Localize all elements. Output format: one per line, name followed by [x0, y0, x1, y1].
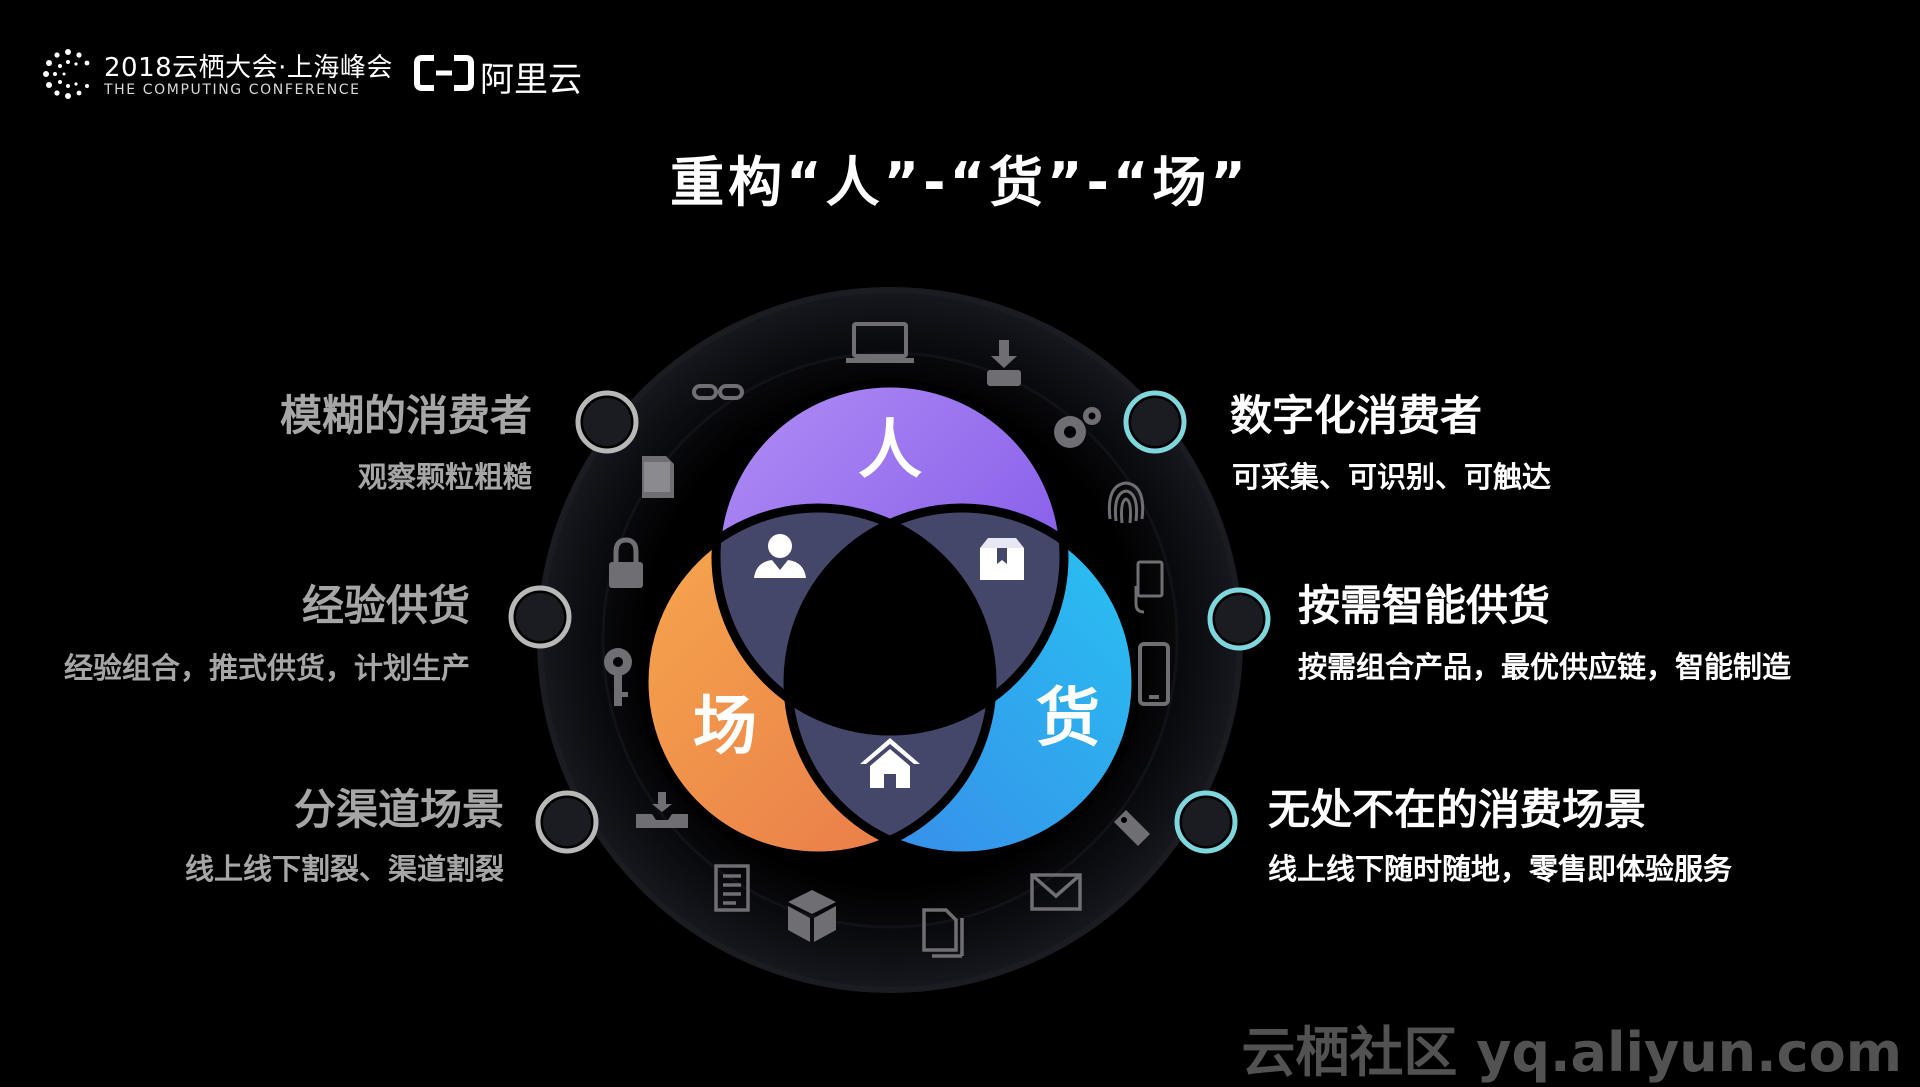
tablet-hand-icon: [1134, 560, 1164, 614]
left-dot-2: [508, 585, 572, 649]
phone-icon: [1138, 642, 1170, 706]
key-icon: [604, 648, 632, 706]
aliyun-brand-name: 阿里云: [480, 60, 582, 100]
aliyun-logo: [414, 55, 474, 91]
right-dot-3: [1174, 790, 1238, 854]
right-sub-1: 可采集、可识别、可触达: [1232, 460, 1552, 494]
petal-label-goods: 货: [1036, 682, 1100, 756]
folder-icon: [642, 456, 674, 498]
download-icon: [987, 340, 1021, 386]
right-dot-1: [1123, 390, 1187, 454]
watermark: 云栖社区 yq.aliyun.com: [1241, 1021, 1902, 1084]
box-icon: [788, 890, 836, 942]
left-dot-1: [575, 390, 639, 454]
right-sub-2: 按需组合产品，最优供应链，智能制造: [1298, 650, 1792, 684]
left-heading-2: 经验供货: [301, 581, 470, 630]
laptop-icon: [846, 322, 914, 363]
fingerprint-icon: [1107, 481, 1145, 524]
left-dot-3: [535, 790, 599, 854]
user-icon: [754, 534, 806, 578]
person-goods-place-diagram: 人 货 场: [537, 287, 1243, 993]
gear-icon: [1054, 407, 1101, 448]
right-heading-1: 数字化消费者: [1230, 391, 1483, 440]
petal-label-person: 人: [858, 414, 922, 488]
tray-icon: [636, 792, 688, 828]
conference-subtitle: THE COMPUTING CONFERENCE: [104, 82, 361, 98]
right-heading-2: 按需智能供货: [1298, 581, 1551, 630]
right-dot-2: [1207, 587, 1271, 651]
left-sub-3: 线上线下割裂、渠道割裂: [184, 852, 504, 886]
tag-icon: [1114, 810, 1150, 846]
lock-icon: [609, 537, 643, 588]
page-title: 重构“人”-“货”-“场”: [670, 151, 1250, 214]
conference-logo: [43, 49, 90, 99]
right-sub-3: 线上线下随时随地，零售即体验服务: [1268, 852, 1733, 886]
left-heading-1: 模糊的消费者: [279, 391, 532, 440]
documents-icon: [922, 908, 964, 958]
conference-title: 2018云栖大会·上海峰会: [104, 53, 393, 83]
petal-label-place: 场: [693, 690, 757, 764]
left-sub-2: 经验组合，推式供货，计划生产: [63, 651, 470, 685]
mail-icon: [1030, 873, 1082, 911]
link-icon: [692, 384, 744, 400]
right-heading-3: 无处不在的消费场景: [1268, 785, 1647, 834]
left-heading-3: 分渠道场景: [293, 785, 504, 834]
center-hole: [788, 508, 992, 731]
left-sub-1: 观察颗粒粗糙: [357, 460, 532, 494]
doc-icon: [714, 864, 750, 912]
package-icon: [980, 538, 1024, 580]
home-icon: [860, 738, 920, 788]
